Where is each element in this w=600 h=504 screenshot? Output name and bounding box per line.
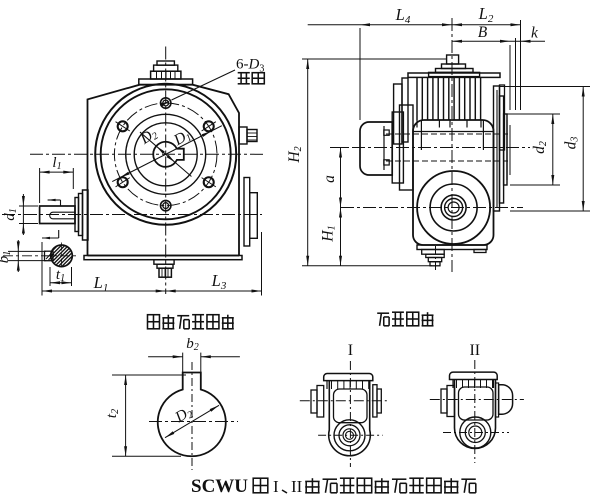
svg-text:SCWU: SCWU bbox=[191, 476, 248, 497]
svg-text:II: II bbox=[291, 477, 303, 496]
svg-text:I: I bbox=[348, 342, 353, 359]
svg-text:B: B bbox=[478, 24, 488, 41]
svg-text:II: II bbox=[469, 342, 480, 359]
svg-text:b1: b1 bbox=[0, 251, 13, 264]
svg-text:t1: t1 bbox=[56, 267, 65, 284]
svg-text:l1: l1 bbox=[52, 155, 61, 172]
svg-text:6-D3: 6-D3 bbox=[236, 57, 264, 75]
svg-text:k: k bbox=[531, 25, 539, 42]
svg-text:a: a bbox=[321, 175, 338, 183]
svg-text:I: I bbox=[273, 477, 279, 496]
svg-text:t2: t2 bbox=[104, 409, 121, 418]
